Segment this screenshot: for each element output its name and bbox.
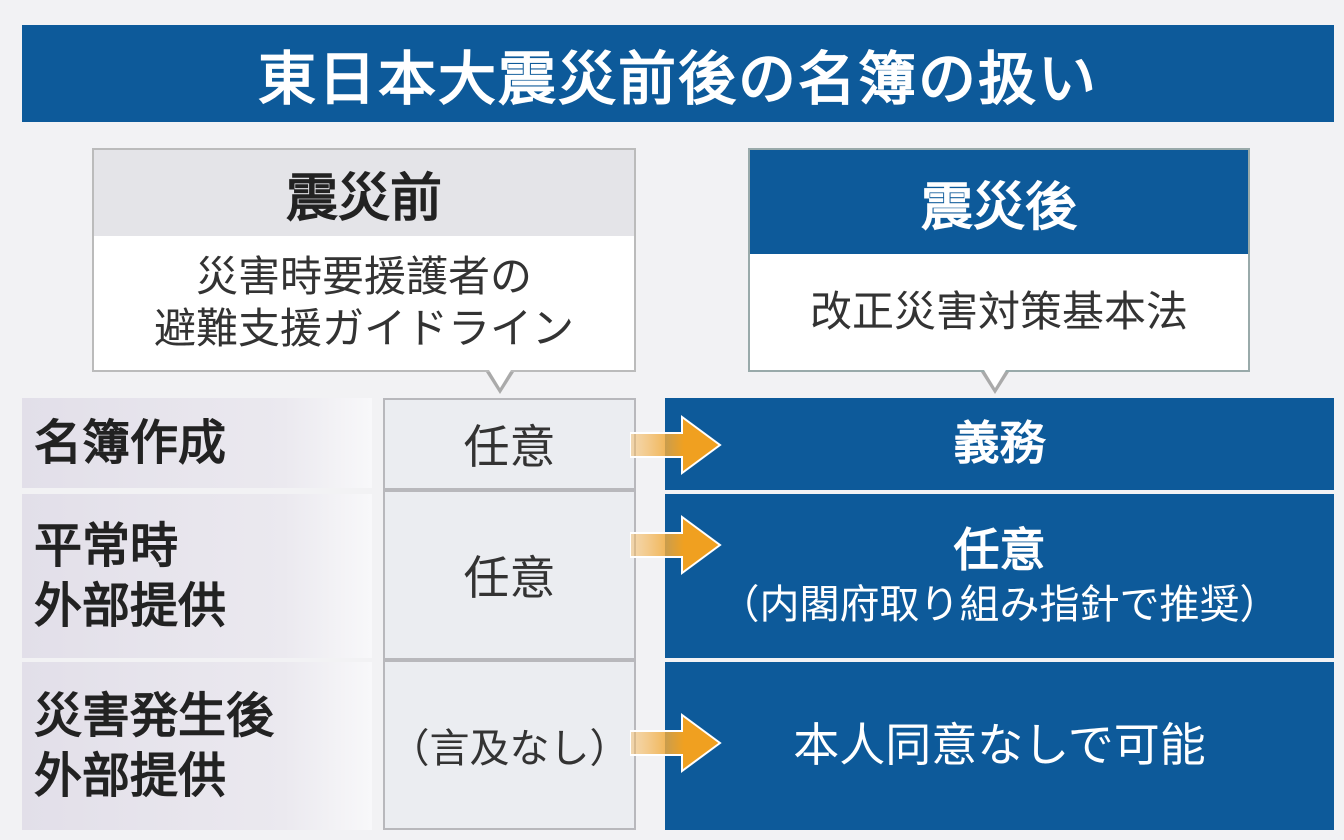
- before-pointer: [486, 370, 514, 394]
- after-note: （内閣府取り組み指針で推奨）: [719, 581, 1280, 628]
- before-header-box: 震災前 災害時要援護者の避難支援ガイドライン: [92, 148, 636, 372]
- diagram-title: 東日本大震災前後の名簿の扱い: [22, 25, 1334, 122]
- row-label-normal-time-sharing: 平常時外部提供: [22, 494, 372, 658]
- row-label-text: 災害発生後: [34, 688, 275, 744]
- row-label-list-creation: 名簿作成: [22, 398, 372, 488]
- before-source-line1: 災害時要援護者の: [195, 251, 532, 301]
- after-pointer: [981, 370, 1009, 394]
- row-label-post-disaster-sharing: 災害発生後外部提供: [22, 662, 372, 830]
- row-label-text: 平常時: [34, 518, 179, 574]
- after-cell-post-disaster-sharing: 本人同意なしで可能: [665, 662, 1334, 830]
- after-value: 本人同意なしで可能: [793, 718, 1206, 773]
- arrow-right-icon: [630, 515, 722, 575]
- before-cell-post-disaster-sharing: （言及なし）: [383, 660, 636, 830]
- before-heading: 震災前: [94, 150, 634, 236]
- row-label-text: 外部提供: [34, 748, 227, 804]
- after-heading: 震災後: [750, 150, 1248, 254]
- before-cell-normal-time-sharing: 任意: [383, 490, 636, 660]
- before-source-line2: 避難支援ガイドライン: [153, 304, 574, 353]
- after-value: 任意: [953, 523, 1046, 578]
- after-source: 改正災害対策基本法: [809, 286, 1188, 336]
- row-label-text: 外部提供: [34, 578, 227, 634]
- row-label-text: 名簿作成: [34, 415, 227, 471]
- after-header-box: 震災後 改正災害対策基本法: [748, 148, 1250, 372]
- before-source: 災害時要援護者の避難支援ガイドライン: [94, 236, 634, 370]
- after-cell-normal-time-sharing: 任意（内閣府取り組み指針で推奨）: [665, 494, 1334, 658]
- after-cell-list-creation: 義務: [665, 398, 1334, 490]
- before-cell-list-creation: 任意: [383, 398, 636, 490]
- arrow-right-icon: [630, 415, 722, 475]
- after-value: 義務: [953, 416, 1046, 471]
- arrow-right-icon: [630, 713, 722, 773]
